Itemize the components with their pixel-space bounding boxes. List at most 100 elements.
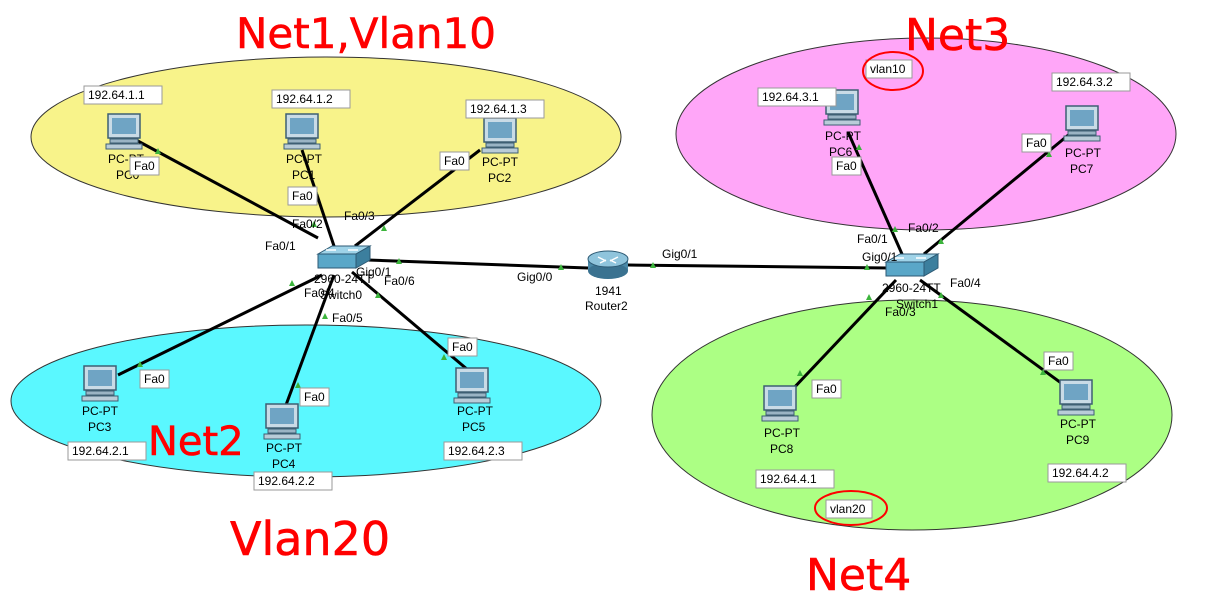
link-status-indicator [289,280,295,286]
link-status-indicator [797,370,803,376]
port-label: Fa0/3 [885,305,916,319]
switch-name-label: Switch0 [320,288,362,302]
pc-name-label: PC7 [1070,162,1094,176]
svg-text:192.64.2.2: 192.64.2.2 [258,474,315,488]
link-status-indicator [375,292,381,298]
pc-name-label: PC2 [488,171,512,185]
switch-model-label: 2960-24TT [314,272,373,286]
port-label: Gig0/0 [517,270,553,284]
port-label: Fa0/1 [857,232,888,246]
pc-name-label: PC5 [462,420,486,434]
pc-type-label: PC-PT [1060,417,1097,431]
link-status-indicator [892,226,898,232]
link-switch0-router [367,258,589,270]
link-pc4-switch0 [284,274,336,406]
pc-port-label: Fa0 [447,337,478,357]
pc-name-label: PC1 [292,168,316,182]
pc-port-label: Fa0 [1021,133,1052,153]
handwritten-net1-vlan10: Net1,Vlan10 [236,9,496,58]
pc-icon[interactable] [283,113,321,150]
port-label: Fa0/6 [384,274,415,288]
ip-address-label: 192.64.4.2 [1047,463,1127,483]
link-status-indicator [864,264,870,270]
pc-type-label: PC-PT [825,129,862,143]
switch-name-label: Switch1 [896,297,938,311]
link-status-indicator [1046,151,1052,157]
port-label: Fa0/3 [344,209,375,223]
switch0-icon[interactable] [316,245,372,269]
link-status-indicator [650,262,656,268]
pc-type-label: PC-PT [286,152,323,166]
pc-icon[interactable] [263,403,301,440]
svg-text:192.64.3.2: 192.64.3.2 [1056,75,1113,89]
svg-text:192.64.4.2: 192.64.4.2 [1052,466,1109,480]
svg-text:192.64.4.1: 192.64.4.1 [760,472,817,486]
pc-icon[interactable] [105,113,143,150]
pc-icon[interactable] [1057,379,1095,416]
link-pc8-switch1 [788,278,898,394]
svg-text:192.64.1.2: 192.64.1.2 [276,92,333,106]
handwritten-vlan20: Vlan20 [230,512,390,566]
pc-type-label: PC-PT [482,155,519,169]
pc-icon[interactable] [761,385,799,422]
svg-text:vlan10: vlan10 [870,62,906,76]
ip-address-label: 192.64.2.3 [443,441,523,461]
router-model-label: 1941 [595,284,622,298]
svg-text:192.64.1.3: 192.64.1.3 [470,102,527,116]
link-status-indicator [155,148,161,154]
svg-text:Fa0: Fa0 [144,372,165,386]
pc-name-label: PC4 [272,457,296,471]
svg-text:Fa0: Fa0 [836,159,857,173]
switch-model-label: 2960-24TT [882,281,941,295]
pc-port-label: Fa0 [139,369,170,389]
vlan20-note: vlan20 [814,490,888,526]
link-pc0-switch0 [135,138,319,240]
link-status-indicator [558,264,564,270]
router-icon[interactable] [587,250,629,279]
ip-address-label: 192.64.2.1 [67,441,147,461]
pc-icon[interactable] [81,365,119,402]
pc-type-label: PC-PT [457,404,494,418]
link-status-indicator [938,292,944,298]
port-label: Fa0/2 [908,221,939,235]
port-label: Fa0/1 [265,239,296,253]
link-status-indicator [137,361,143,367]
svg-text:Fa0: Fa0 [1026,136,1047,150]
pc-name-label: PC3 [88,420,112,434]
port-label: Fa0/5 [332,311,363,325]
pc-type-label: PC-PT [82,404,119,418]
pc-type-label: PC-PT [266,441,303,455]
port-label: Gig0/1 [862,250,898,264]
pc-port-label: Fa0 [299,387,330,407]
pc-type-label: PC-PT [764,426,801,440]
switch1-icon[interactable] [884,253,940,277]
pc-port-label: Fa0 [129,156,160,176]
link-pc6-switch1 [846,131,904,255]
ip-address-label: 192.64.1.3 [465,99,545,119]
pc-icon[interactable] [481,117,519,154]
zone-net1 [30,56,622,218]
svg-text:Fa0: Fa0 [452,340,473,354]
link-status-indicator [938,238,944,244]
zone-net3 [675,37,1177,231]
svg-text:Fa0: Fa0 [816,382,837,396]
handwritten-net3: Net3 [905,10,1010,61]
ip-address-label: 192.64.4.1 [755,469,835,489]
link-status-indicator [1040,369,1046,375]
pc-name-label: PC9 [1066,433,1090,447]
link-status-indicator [311,221,317,227]
link-status-indicator [381,225,387,231]
svg-text:192.64.2.1: 192.64.2.1 [72,444,129,458]
pc-type-label: PC-PT [1065,146,1102,160]
pc-port-label: Fa0 [287,186,318,206]
svg-text:Fa0: Fa0 [304,390,325,404]
pc-icon[interactable] [1063,105,1101,142]
ip-address-label: 192.64.1.1 [83,85,163,105]
svg-text:Fa0: Fa0 [444,154,465,168]
svg-text:Fa0: Fa0 [292,189,313,203]
svg-text:vlan20: vlan20 [830,502,866,516]
port-label: Fa0/2 [292,217,323,231]
pc-icon[interactable] [453,367,491,404]
